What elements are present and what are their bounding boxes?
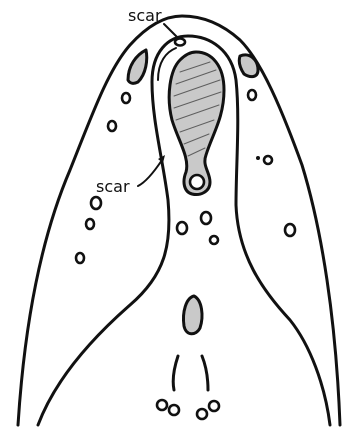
basal-pit	[169, 405, 179, 415]
central-scar	[169, 52, 224, 195]
left-shaded-lobe	[128, 50, 147, 83]
right-flank-pit	[264, 156, 272, 164]
basal-pit	[157, 400, 167, 410]
scar-end-pit	[190, 175, 204, 189]
apex-scar	[175, 39, 185, 46]
lower-grey-pit	[183, 296, 202, 334]
left-flank-pit	[76, 253, 84, 263]
right-flank-dot	[256, 156, 260, 160]
right-flank-pit	[285, 224, 295, 236]
scar-pointer-top	[164, 24, 178, 38]
trough-pit-left	[177, 222, 187, 234]
trough-pit-right	[201, 212, 211, 224]
right-groove	[202, 356, 208, 390]
left-flank-pit	[91, 197, 101, 209]
basal-pit	[209, 401, 219, 411]
basal-pit	[197, 409, 207, 419]
left-flank-pit	[122, 93, 130, 103]
scar-pointer-side	[138, 160, 162, 186]
trough-pit-centre	[210, 236, 218, 244]
right-flank-pit	[248, 90, 256, 100]
left-flank-pit	[108, 121, 116, 131]
scar-label-side: scar	[96, 177, 130, 196]
scar-label-top: scar	[128, 6, 162, 25]
left-flank-pit	[86, 219, 94, 229]
left-groove	[173, 356, 178, 390]
right-shaded-lobe	[239, 55, 258, 77]
